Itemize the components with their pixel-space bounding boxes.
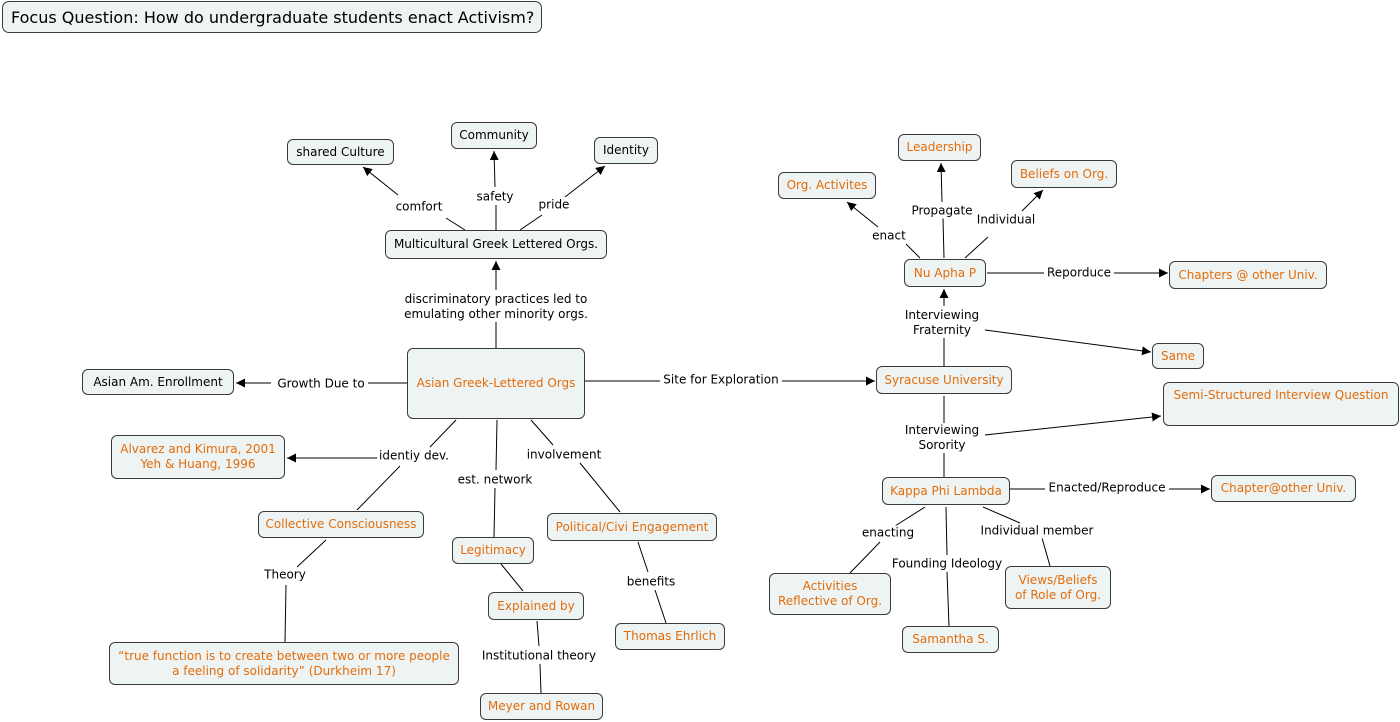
node-same[interactable]: Same: [1152, 343, 1204, 369]
link-label-site-for-exploration: Site for Exploration: [661, 372, 781, 388]
node-collective-consciousness[interactable]: Collective Consciousness: [258, 511, 424, 538]
node-alvarez-kimura[interactable]: Alvarez and Kimura, 2001 Yeh & Huang, 19…: [111, 435, 285, 479]
node-beliefs-on-org[interactable]: Beliefs on Org.: [1011, 160, 1117, 188]
node-shared-culture[interactable]: shared Culture: [287, 139, 394, 165]
node-asian-am-enrollment[interactable]: Asian Am. Enrollment: [82, 369, 234, 395]
link-label-enact: enact: [870, 228, 908, 244]
node-kappa-phi-lambda[interactable]: Kappa Phi Lambda: [882, 477, 1010, 505]
node-community[interactable]: Community: [451, 122, 537, 149]
link-label-pride: pride: [536, 197, 572, 213]
node-meyer-and-rowan[interactable]: Meyer and Rowan: [480, 693, 603, 720]
link-label-growth: Growth Due to: [275, 376, 367, 392]
link-label-theory: Theory: [262, 567, 308, 583]
node-activities-reflective[interactable]: Activities Reflective of Org.: [769, 573, 891, 615]
link-label-safety: safety: [474, 189, 516, 205]
node-semi-structured-interview-question[interactable]: Semi-Structured Interview Question: [1163, 382, 1399, 426]
node-durkheim-quote[interactable]: “true function is to create between two …: [109, 642, 459, 685]
link-label-interviewing-sorority: Interviewing Sorority: [902, 423, 982, 453]
link-label-individual: Individual: [974, 212, 1038, 228]
node-chapter-other-univ[interactable]: Chapter@other Univ.: [1211, 475, 1356, 502]
link-label-involvement: involvement: [524, 447, 604, 463]
link-label-identiy-dev: identiy dev.: [377, 448, 451, 464]
link-label-benefits: benefits: [624, 574, 678, 590]
node-syracuse-university[interactable]: Syracuse University: [876, 366, 1012, 394]
link-label-propagate: Propagate: [909, 203, 975, 219]
link-label-reporduce: Reporduce: [1044, 265, 1114, 281]
node-leadership[interactable]: Leadership: [898, 134, 981, 161]
link-label-interviewing-fraternity: Interviewing Fraternity: [902, 308, 982, 338]
node-identity[interactable]: Identity: [594, 137, 658, 164]
link-label-enacting: enacting: [859, 525, 917, 541]
node-legitimacy[interactable]: Legitimacy: [452, 537, 534, 564]
link-label-enacted-reproduce: Enacted/Reproduce: [1046, 480, 1168, 496]
focus-question: Focus Question: How do undergraduate stu…: [2, 1, 542, 33]
node-multicultural-greek-lettered-orgs[interactable]: Multicultural Greek Lettered Orgs.: [385, 230, 607, 259]
link-label-discriminatory: discriminatory practices led to emulatin…: [402, 292, 590, 322]
link-label-comfort: comfort: [393, 199, 445, 215]
link-label-est-network: est. network: [455, 472, 535, 488]
link-label-founding-ideology: Founding Ideology: [889, 556, 1005, 572]
node-asian-greek-lettered-orgs[interactable]: Asian Greek-Lettered Orgs: [407, 348, 585, 419]
node-explained-by[interactable]: Explained by: [488, 592, 584, 620]
node-org-activites[interactable]: Org. Activites: [778, 172, 876, 199]
node-nu-apha-p[interactable]: Nu Apha P: [904, 259, 986, 287]
node-political-civi-engagement[interactable]: Political/Civi Engagement: [547, 513, 717, 541]
node-views-beliefs[interactable]: Views/Beliefs of Role of Org.: [1005, 566, 1111, 609]
node-thomas-ehrlich[interactable]: Thomas Ehrlich: [615, 623, 725, 650]
link-label-individual-member: Individual member: [978, 523, 1096, 539]
link-label-institutional-theory: Institutional theory: [479, 648, 599, 664]
node-samantha-s[interactable]: Samantha S.: [902, 626, 999, 653]
node-chapters-other-univ[interactable]: Chapters @ other Univ.: [1169, 261, 1327, 289]
